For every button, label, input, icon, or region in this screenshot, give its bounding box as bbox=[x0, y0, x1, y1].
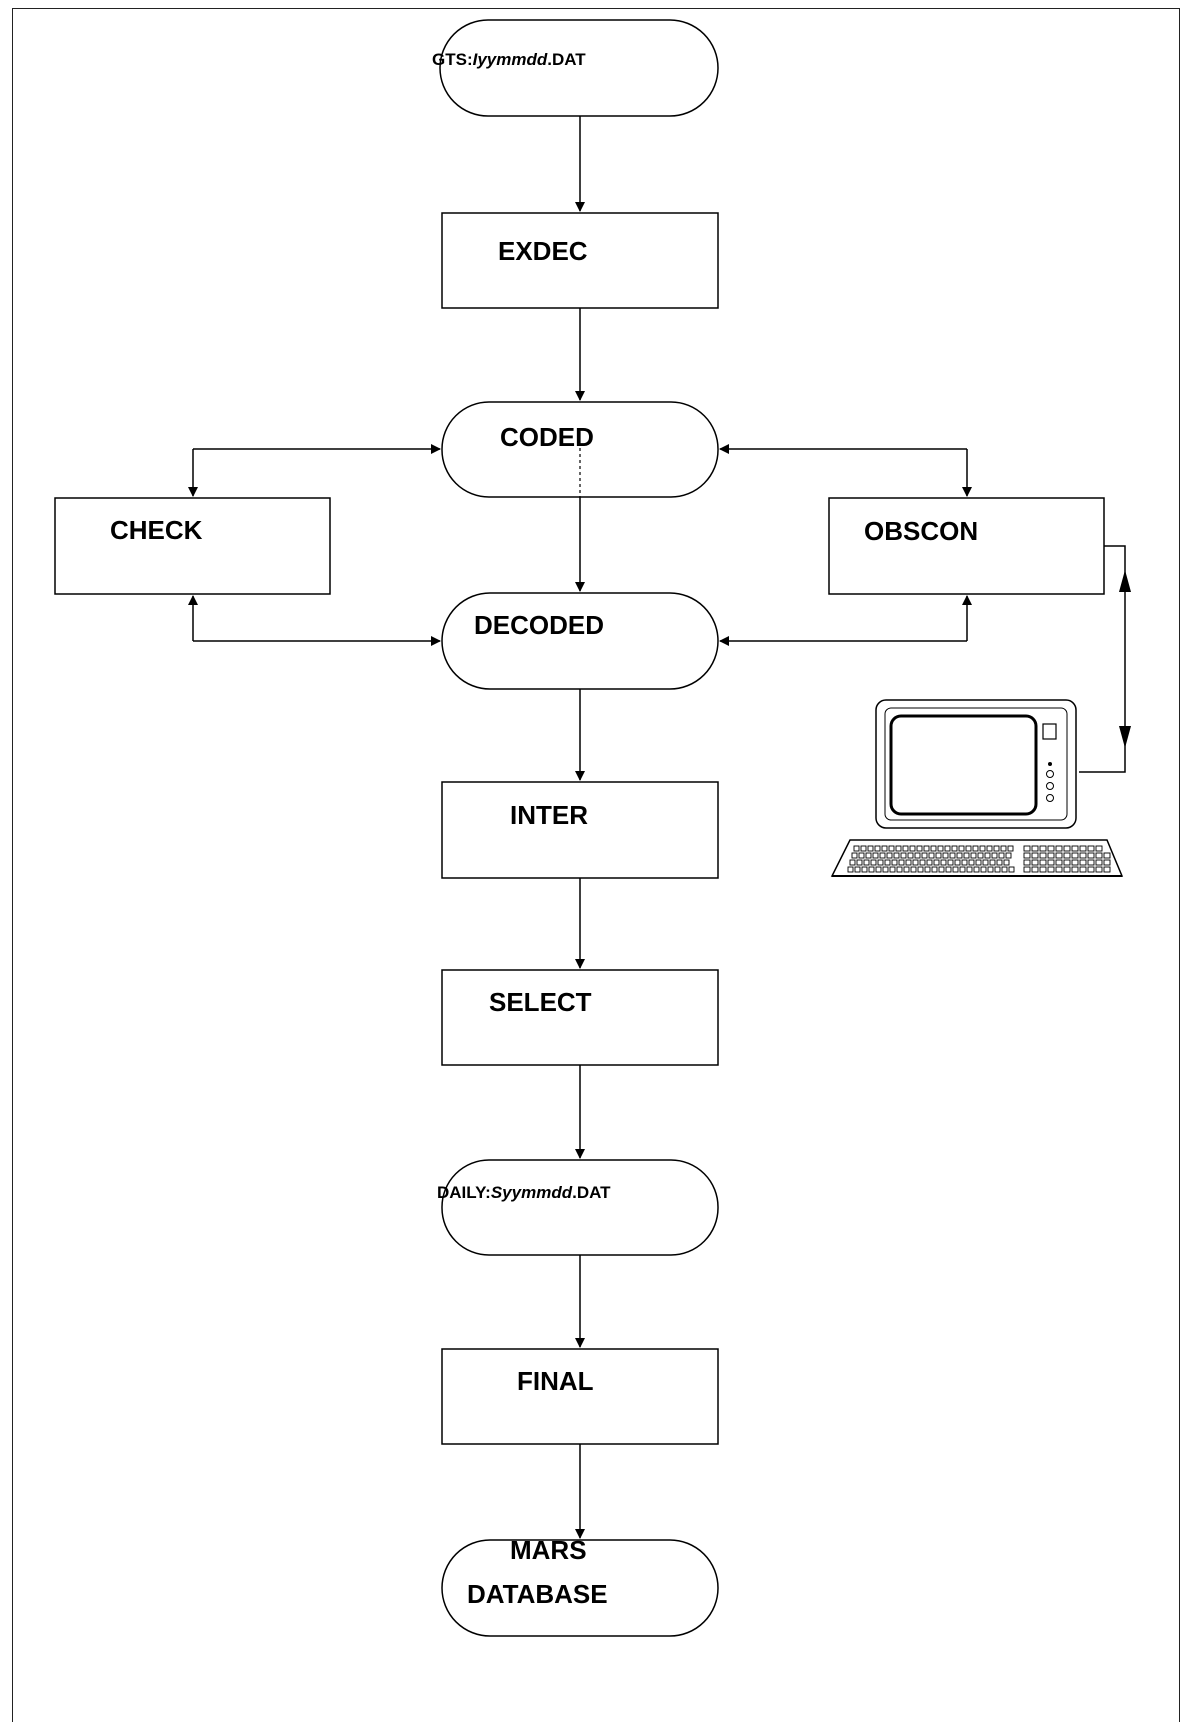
mars-label: MARS bbox=[510, 1535, 587, 1565]
process-check: CHECK bbox=[54, 497, 331, 595]
node-gts-file: GTS:Iyymmdd.DAT bbox=[432, 19, 719, 117]
database-label: DATABASE bbox=[467, 1579, 608, 1609]
coded-label: CODED bbox=[500, 422, 594, 452]
decoded-label: DECODED bbox=[474, 610, 604, 640]
svg-text:GTS:Iyymmdd.DAT: GTS:Iyymmdd.DAT bbox=[432, 50, 586, 69]
keyboard-icon bbox=[830, 839, 1124, 877]
node-daily-file: DAILY:Syymmdd.DAT bbox=[437, 1159, 719, 1256]
edge-decoded-obscon bbox=[719, 595, 972, 646]
process-final: FINAL bbox=[441, 1348, 719, 1445]
computer-terminal-icon bbox=[875, 699, 1077, 829]
obscon-label: OBSCON bbox=[864, 516, 978, 546]
process-select: SELECT bbox=[441, 969, 719, 1066]
edge-coded-check bbox=[188, 444, 441, 497]
final-label: FINAL bbox=[517, 1366, 594, 1396]
node-decoded: DECODED bbox=[441, 592, 719, 690]
edge-coded-obscon bbox=[719, 444, 972, 497]
process-inter: INTER bbox=[441, 781, 719, 879]
check-label: CHECK bbox=[110, 515, 203, 545]
svg-text:DAILY:Syymmdd.DAT: DAILY:Syymmdd.DAT bbox=[437, 1183, 611, 1202]
exdec-label: EXDEC bbox=[498, 236, 588, 266]
select-label: SELECT bbox=[489, 987, 592, 1017]
edge-obscon-terminal bbox=[1079, 545, 1131, 773]
edge-decoded-check bbox=[188, 595, 441, 646]
inter-label: INTER bbox=[510, 800, 588, 830]
process-exdec: EXDEC bbox=[441, 212, 719, 309]
page-frame bbox=[12, 8, 1180, 1722]
node-mars-database: MARS DATABASE bbox=[441, 1535, 719, 1637]
process-obscon: OBSCON bbox=[828, 497, 1105, 595]
